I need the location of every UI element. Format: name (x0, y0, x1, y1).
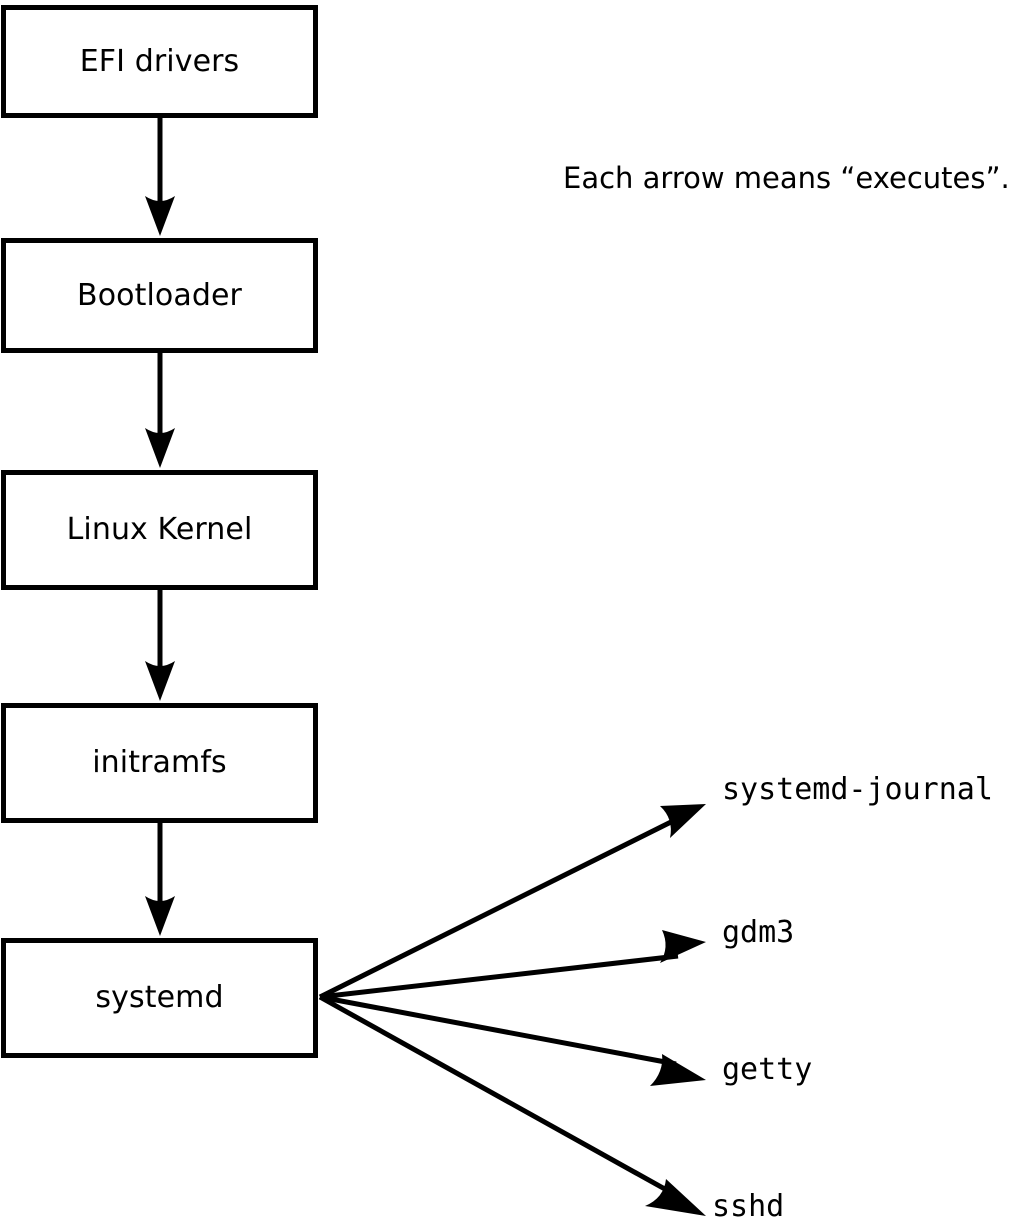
stage-label-initramfs: initramfs (92, 745, 227, 780)
chain-arrow-efi-drivers-to-bootloader (145, 118, 175, 236)
stage-box-linux-kernel[interactable]: Linux Kernel (1, 470, 318, 590)
fan-arrow-systemd-to-getty (319, 994, 706, 1086)
service-label-getty[interactable]: getty (722, 1052, 813, 1087)
legend-note: Each arrow means “executes”. (563, 161, 1010, 195)
stage-label-linux-kernel: Linux Kernel (66, 512, 253, 547)
chain-arrow-bootloader-to-linux-kernel (145, 353, 175, 468)
stage-label-systemd: systemd (95, 980, 224, 1015)
chain-arrow-initramfs-to-systemd (145, 823, 175, 936)
stage-box-efi-drivers[interactable]: EFI drivers (1, 5, 318, 118)
fan-arrow-systemd-to-systemd-journal (318, 804, 706, 1000)
fan-arrow-systemd-to-sshd (318, 994, 706, 1216)
chain-arrow-linux-kernel-to-initramfs (145, 590, 175, 701)
stage-box-systemd[interactable]: systemd (1, 938, 318, 1058)
stage-label-bootloader: Bootloader (77, 277, 242, 313)
stage-label-efi-drivers: EFI drivers (79, 43, 240, 79)
service-label-systemd-journal[interactable]: systemd-journal (722, 772, 993, 807)
fan-arrow-systemd-to-gdm3 (319, 930, 706, 1000)
service-label-gdm3[interactable]: gdm3 (722, 915, 795, 950)
stage-box-initramfs[interactable]: initramfs (1, 703, 318, 823)
stage-box-bootloader[interactable]: Bootloader (1, 238, 318, 353)
service-label-sshd[interactable]: sshd (712, 1189, 785, 1224)
